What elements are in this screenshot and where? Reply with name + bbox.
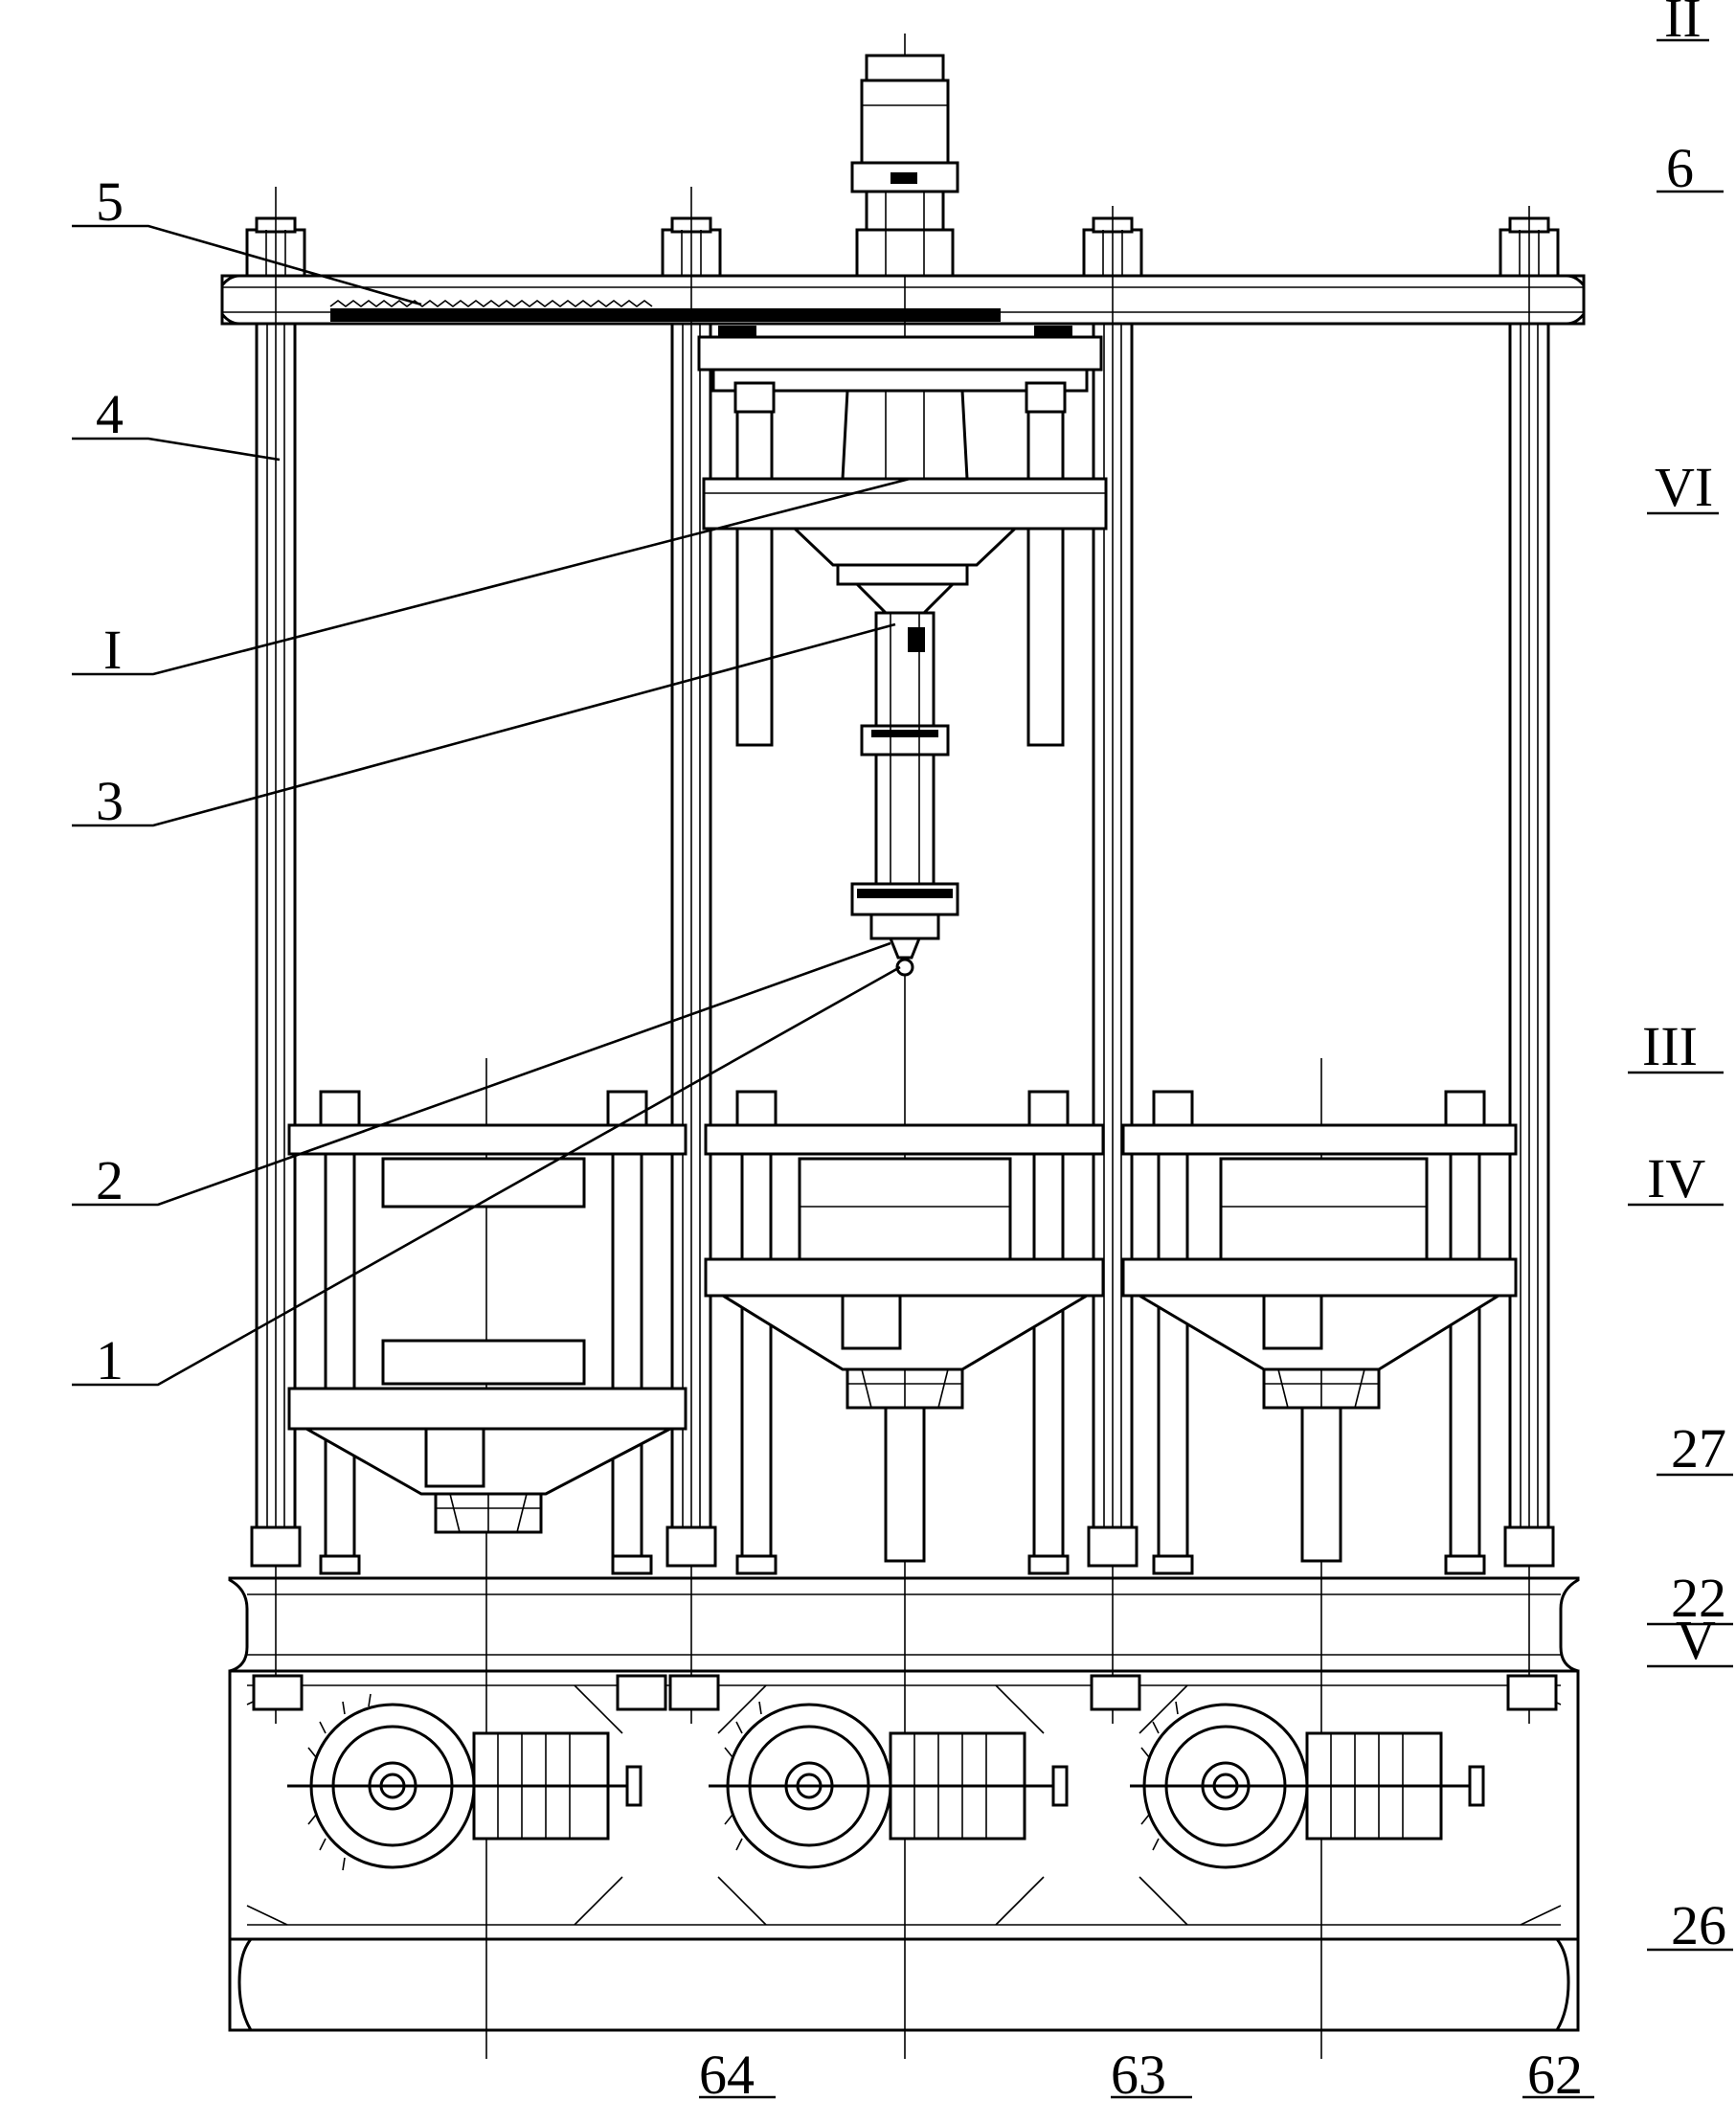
base-plate xyxy=(228,1576,1580,1673)
station-left xyxy=(287,1090,688,1558)
motor-64 xyxy=(287,1693,643,1871)
label-II: II xyxy=(1664,0,1702,49)
label-6: 6 xyxy=(1666,137,1694,199)
foundation-beam xyxy=(228,1937,1580,2032)
top-motor xyxy=(850,54,959,278)
label-V: V xyxy=(1676,1609,1716,1671)
label-3: 3 xyxy=(96,770,124,832)
label-5: 5 xyxy=(96,170,124,233)
center-spindle xyxy=(850,611,959,977)
label-2: 2 xyxy=(96,1149,124,1211)
label-I: I xyxy=(103,619,122,681)
lower-nuts xyxy=(250,1525,1555,1575)
station-right xyxy=(1121,1090,1518,1563)
label-III: III xyxy=(1642,1015,1698,1077)
label-62: 62 xyxy=(1527,2044,1583,2101)
drive-chain xyxy=(329,300,1001,322)
label-64: 64 xyxy=(699,2044,755,2101)
station-middle xyxy=(704,1090,1105,1563)
label-1: 1 xyxy=(96,1329,124,1391)
label-27: 27 xyxy=(1671,1417,1726,1480)
label-VI: VI xyxy=(1655,456,1713,518)
label-IV: IV xyxy=(1647,1147,1705,1209)
label-63: 63 xyxy=(1111,2044,1166,2101)
label-26: 26 xyxy=(1671,1894,1726,1956)
motor-62 xyxy=(1130,1701,1485,1869)
upper-carriage xyxy=(697,326,1108,747)
label-22: 22 xyxy=(1671,1567,1726,1629)
callout-labels: II 6 5 4 VI I 3 III 2 IV 1 27 22 V 26 64… xyxy=(96,0,1726,2101)
motor-63 xyxy=(709,1701,1069,1869)
leader-lines xyxy=(72,38,1733,2099)
label-4: 4 xyxy=(96,383,124,445)
